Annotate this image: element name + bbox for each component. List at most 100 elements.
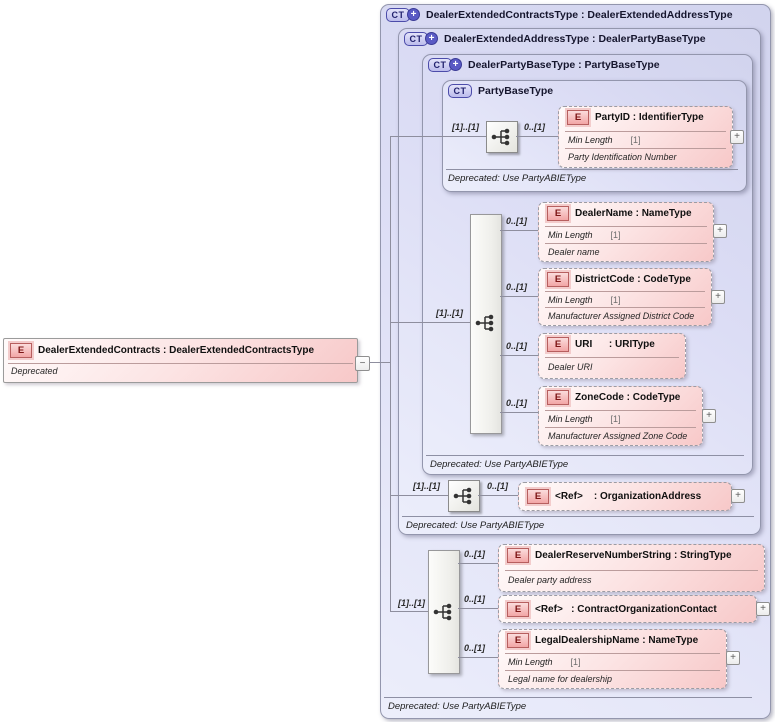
facet-row: Min Length [1] xyxy=(548,230,621,240)
complex-type-icon: CT + xyxy=(386,7,420,22)
facet-value: [1] xyxy=(610,230,621,240)
complex-type-icon: CT + xyxy=(428,57,462,72)
ct-badge: CT xyxy=(448,83,472,98)
divider xyxy=(545,291,705,292)
deprecated-note: Deprecated: Use PartyABIEType xyxy=(430,459,569,470)
cardinality-label: 0..[1] xyxy=(464,594,486,604)
facet-label: Min Length xyxy=(548,230,593,240)
divider xyxy=(384,697,752,698)
element-icon: E xyxy=(505,599,531,619)
root-element-annotation: Deprecated xyxy=(11,366,58,376)
element-icon: E xyxy=(545,270,571,289)
divider xyxy=(446,169,738,170)
cardinality-label: [1]..[1] xyxy=(436,308,463,318)
connector-line xyxy=(390,611,428,612)
element-title: ZoneCode : CodeType xyxy=(575,392,681,403)
deprecated-note: Deprecated: Use PartyABIEType xyxy=(406,520,545,531)
cardinality-label: 0..[1] xyxy=(487,481,509,491)
element-title: URI : URIType xyxy=(575,339,655,350)
ct-expand-icon[interactable]: + xyxy=(449,58,462,71)
element-icon: E xyxy=(525,487,551,506)
ct-expand-icon[interactable]: + xyxy=(425,32,438,45)
divider xyxy=(545,226,707,227)
element-box-uri[interactable]: E URI : URIType Dealer URI xyxy=(538,333,686,379)
facet-value: [1] xyxy=(630,135,641,145)
cardinality-label: [1]..[1] xyxy=(452,122,479,132)
type-title: DealerExtendedAddressType : DealerPartyB… xyxy=(444,32,706,45)
type-header-dealer-party-base-type[interactable]: CT + DealerPartyBaseType : PartyBaseType xyxy=(428,57,660,72)
connector-line xyxy=(390,495,448,496)
facet-label: Min Length xyxy=(548,414,593,424)
element-box-legal-dealership-name[interactable]: E LegalDealershipName : NameType Min Len… xyxy=(498,629,727,689)
element-box-organization-address-ref[interactable]: E <Ref> : OrganizationAddress xyxy=(518,482,732,511)
element-annotation: Dealer party address xyxy=(508,575,592,585)
type-header-dealer-extended-address-type[interactable]: CT + DealerExtendedAddressType : DealerP… xyxy=(404,31,706,46)
divider xyxy=(545,243,707,244)
divider xyxy=(565,131,726,132)
complex-type-icon: CT + xyxy=(404,31,438,46)
connector-line xyxy=(390,136,391,612)
element-annotation: Manufacturer Assigned Zone Code xyxy=(548,431,688,441)
type-header-dealer-extended-contracts-type[interactable]: CT + DealerExtendedContractsType : Deale… xyxy=(386,7,733,22)
facet-row: Min Length [1] xyxy=(508,657,581,667)
sequence-glyph xyxy=(475,314,494,332)
divider xyxy=(8,363,353,364)
cardinality-label: 0..[1] xyxy=(524,122,546,132)
type-header-party-base-type[interactable]: CT PartyBaseType xyxy=(448,83,553,98)
element-box-dealer-reserve-number-string[interactable]: E DealerReserveNumberString : StringType… xyxy=(498,544,765,592)
expand-icon[interactable]: + xyxy=(730,130,744,144)
connector-line xyxy=(500,412,538,413)
element-title: DistrictCode : CodeType xyxy=(575,274,691,285)
divider xyxy=(545,427,696,428)
connector-line xyxy=(458,657,498,658)
expand-icon[interactable]: + xyxy=(731,489,745,503)
sequence-icon xyxy=(486,121,518,153)
element-annotation: Dealer name xyxy=(548,247,600,257)
element-title: DealerName : NameType xyxy=(575,208,692,219)
facet-value: [1] xyxy=(610,414,621,424)
element-annotation: Party Identification Number xyxy=(568,152,677,162)
element-box-contract-organization-contact-ref[interactable]: E <Ref> : ContractOrganizationContact xyxy=(498,595,757,623)
sequence-glyph xyxy=(491,128,510,146)
element-icon: E xyxy=(545,204,571,223)
sequence-glyph xyxy=(453,487,472,505)
expand-icon[interactable]: + xyxy=(702,409,716,423)
element-icon: E xyxy=(545,335,571,354)
connector-line xyxy=(390,322,470,323)
divider xyxy=(545,357,679,358)
element-box-zone-code[interactable]: E ZoneCode : CodeType Min Length [1] Man… xyxy=(538,386,703,446)
cardinality-label: 0..[1] xyxy=(506,398,528,408)
cardinality-label: [1]..[1] xyxy=(398,598,425,608)
sequence-compositor xyxy=(470,214,502,434)
sequence-glyph xyxy=(433,603,452,621)
element-box-party-id[interactable]: E PartyID : IdentifierType Min Length [1… xyxy=(558,106,733,168)
element-title: LegalDealershipName : NameType xyxy=(535,635,699,646)
facet-label: Min Length xyxy=(508,657,553,667)
expand-icon[interactable]: + xyxy=(711,290,725,304)
collapse-icon[interactable]: − xyxy=(355,356,370,371)
cardinality-label: 0..[1] xyxy=(506,282,528,292)
root-element-box[interactable]: E DealerExtendedContracts : DealerExtend… xyxy=(3,338,358,383)
divider xyxy=(565,148,726,149)
element-icon: E xyxy=(8,341,34,360)
element-box-dealer-name[interactable]: E DealerName : NameType Min Length [1] D… xyxy=(538,202,714,262)
expand-icon[interactable]: + xyxy=(756,602,770,616)
connector-line xyxy=(390,136,486,137)
deprecated-note: Deprecated: Use PartyABIEType xyxy=(448,173,587,184)
cardinality-label: 0..[1] xyxy=(464,549,486,559)
divider xyxy=(505,570,758,571)
facet-row: Min Length [1] xyxy=(548,414,621,424)
connector-line xyxy=(500,355,538,356)
expand-icon[interactable]: + xyxy=(726,651,740,665)
divider xyxy=(402,516,754,517)
cardinality-label: [1]..[1] xyxy=(413,481,440,491)
element-icon: E xyxy=(565,108,591,127)
element-box-district-code[interactable]: E DistrictCode : CodeType Min Length [1]… xyxy=(538,268,712,326)
divider xyxy=(545,410,696,411)
element-title: PartyID : IdentifierType xyxy=(595,112,704,123)
element-title: <Ref> : ContractOrganizationContact xyxy=(535,603,717,615)
ct-expand-icon[interactable]: + xyxy=(407,8,420,21)
cardinality-label: 0..[1] xyxy=(464,643,486,653)
expand-icon[interactable]: + xyxy=(713,224,727,238)
